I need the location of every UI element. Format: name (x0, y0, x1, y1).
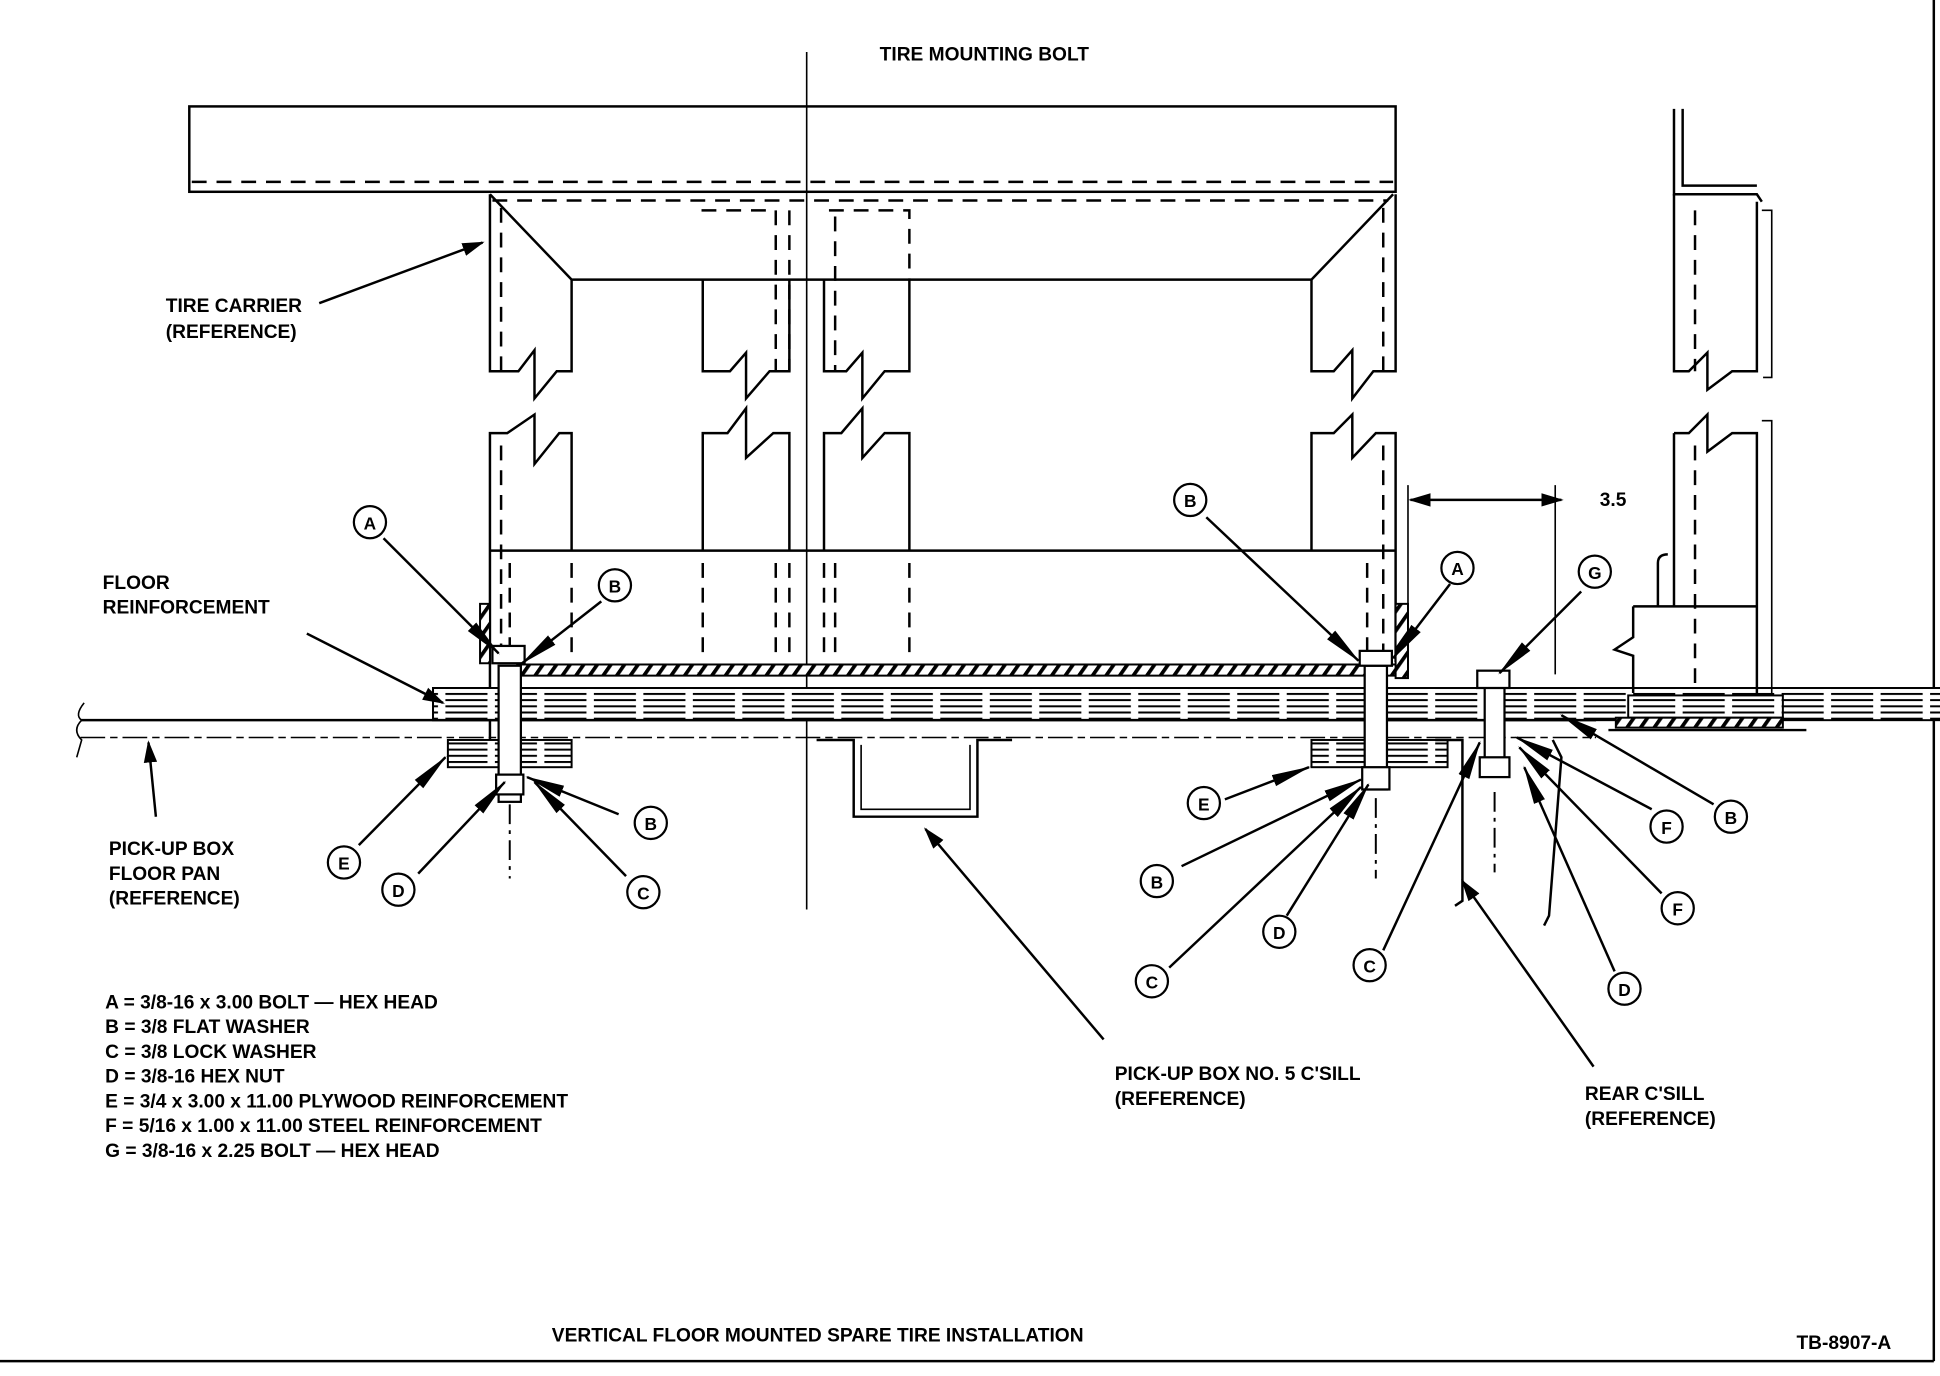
svg-text:FLOOR: FLOOR (103, 573, 170, 594)
callout-C-middle: C (1134, 964, 1170, 999)
svg-text:A: A (1451, 559, 1464, 579)
legend-item: A = 3/8-16 x 3.00 BOLT — HEX HEAD (105, 992, 438, 1013)
svg-text:B: B (1725, 808, 1738, 828)
svg-text:D: D (1618, 980, 1631, 1000)
svg-text:B: B (1151, 872, 1164, 892)
svg-text:G: G (1588, 563, 1601, 583)
svg-text:PICK-UP BOX: PICK-UP BOX (109, 839, 234, 860)
svg-text:PICK-UP BOX NO. 5 C'SILL: PICK-UP BOX NO. 5 C'SILL (1115, 1064, 1361, 1085)
c-sill-label: PICK-UP BOX NO. 5 C'SILL (REFERENCE) (1115, 1064, 1361, 1110)
floor-pan-label: PICK-UP BOX FLOOR PAN (REFERENCE) (109, 839, 240, 909)
legend-item: E = 3/4 x 3.00 x 11.00 PLYWOOD REINFORCE… (105, 1091, 568, 1112)
svg-text:C: C (1146, 973, 1159, 993)
tire-carrier-label: TIRE CARRIER (REFERENCE) (166, 296, 302, 343)
svg-text:B: B (645, 814, 658, 834)
tire-mounting-bolt-label: TIRE MOUNTING BOLT (880, 45, 1090, 66)
svg-text:B: B (609, 577, 622, 597)
legend-item: G = 3/8-16 x 2.25 BOLT — HEX HEAD (105, 1141, 440, 1162)
callout-E-left: E (326, 845, 362, 880)
svg-text:(REFERENCE): (REFERENCE) (1585, 1109, 1716, 1130)
legend-item: C = 3/8 LOCK WASHER (105, 1042, 316, 1063)
figure-id: TB-8907-A (1796, 1333, 1891, 1354)
callout-F-right: F (1649, 809, 1684, 844)
callout-D-right: D (1607, 971, 1642, 1006)
svg-text:REINFORCEMENT: REINFORCEMENT (103, 598, 270, 619)
callout-C-left: C (626, 874, 661, 910)
svg-text:C: C (1363, 956, 1376, 976)
callout-A-left: A (352, 504, 388, 540)
callout-E-middle: E (1186, 785, 1222, 821)
callout-F-right-2: F (1660, 891, 1695, 926)
callout-B-left-2: B (633, 805, 668, 841)
legend-item: B = 3/8 FLAT WASHER (105, 1017, 310, 1038)
rear-c-sill-label: REAR C'SILL (REFERENCE) (1585, 1084, 1716, 1130)
svg-text:(REFERENCE): (REFERENCE) (166, 322, 297, 343)
legend-item: D = 3/8-16 HEX NUT (105, 1067, 285, 1088)
callout-A-middle: A (1440, 550, 1475, 586)
callout-B-right: B (1713, 799, 1749, 834)
callout-C-right: C (1352, 947, 1387, 983)
callout-B-middle: B (1173, 482, 1208, 518)
svg-text:(REFERENCE): (REFERENCE) (1115, 1089, 1246, 1110)
svg-text:B: B (1184, 491, 1197, 511)
figure-title: VERTICAL FLOOR MOUNTED SPARE TIRE INSTAL… (552, 1325, 1084, 1346)
callout-D-middle: D (1262, 914, 1297, 949)
legend-item: F = 5/16 x 1.00 x 11.00 STEEL REINFORCEM… (105, 1116, 542, 1137)
floor-reinforcement-label: FLOOR REINFORCEMENT (103, 573, 270, 619)
floor-assembly (75, 485, 1940, 927)
side-profile (1608, 108, 1807, 732)
svg-text:REAR C'SILL: REAR C'SILL (1585, 1084, 1705, 1105)
svg-text:(REFERENCE): (REFERENCE) (109, 889, 240, 910)
callout-G-right: G (1577, 554, 1613, 589)
parts-legend: A = 3/8-16 x 3.00 BOLT — HEX HEAD B = 3/… (105, 992, 568, 1161)
callout-B-left: B (597, 568, 633, 603)
svg-text:A: A (364, 513, 377, 533)
svg-text:TIRE CARRIER: TIRE CARRIER (166, 296, 302, 317)
tire-carrier (188, 105, 1397, 743)
callout-B-middle-2: B (1139, 863, 1175, 899)
svg-text:D: D (1273, 923, 1286, 943)
svg-text:D: D (392, 881, 405, 901)
svg-text:FLOOR PAN: FLOOR PAN (109, 864, 220, 885)
svg-text:C: C (637, 883, 650, 903)
svg-text:E: E (1198, 794, 1210, 814)
leader-lines (143, 241, 1715, 1068)
callout-D-left: D (381, 872, 416, 907)
svg-text:E: E (338, 854, 350, 874)
dimension-label: 3.5 (1600, 490, 1627, 511)
svg-text:F: F (1661, 818, 1672, 838)
svg-text:F: F (1672, 899, 1683, 919)
